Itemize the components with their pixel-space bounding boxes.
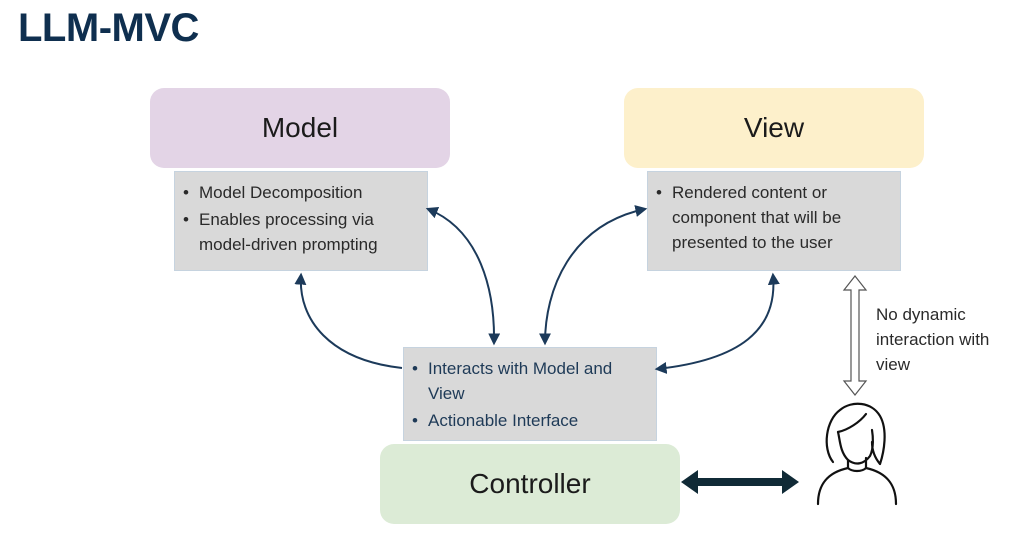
model-header: Model [150, 88, 450, 168]
controller-bullet-2: • Actionable Interface [412, 411, 579, 430]
model-label: Model [261, 112, 339, 143]
view-bullet-1: • Rendered content or component that wil… [656, 183, 842, 252]
person-icon [816, 402, 898, 506]
arrow-view-to-controller [654, 272, 780, 374]
arrow-controller-to-view [539, 205, 648, 346]
controller-details-box: • Interacts with Model and View • Action… [403, 347, 657, 441]
view-header: View [624, 88, 924, 168]
arrow-controller-to-model [294, 272, 403, 369]
view-label: View [743, 112, 805, 143]
double-arrow-icon [681, 470, 799, 494]
model-bullet-1: • Model Decomposition [183, 183, 363, 202]
hollow-double-arrow-icon [842, 275, 868, 396]
arrow-model-to-controller [425, 207, 501, 346]
page-title: LLM-MVC [18, 6, 199, 50]
controller-header: Controller [380, 444, 680, 524]
controller-label: Controller [469, 468, 591, 499]
view-details-box: • Rendered content or component that wil… [647, 171, 901, 271]
side-note: No dynamic interaction with view [876, 305, 990, 374]
controller-bullet-1: • Interacts with Model and View [412, 359, 613, 403]
model-bullet-2: • Enables processing via model-driven pr… [183, 210, 378, 254]
